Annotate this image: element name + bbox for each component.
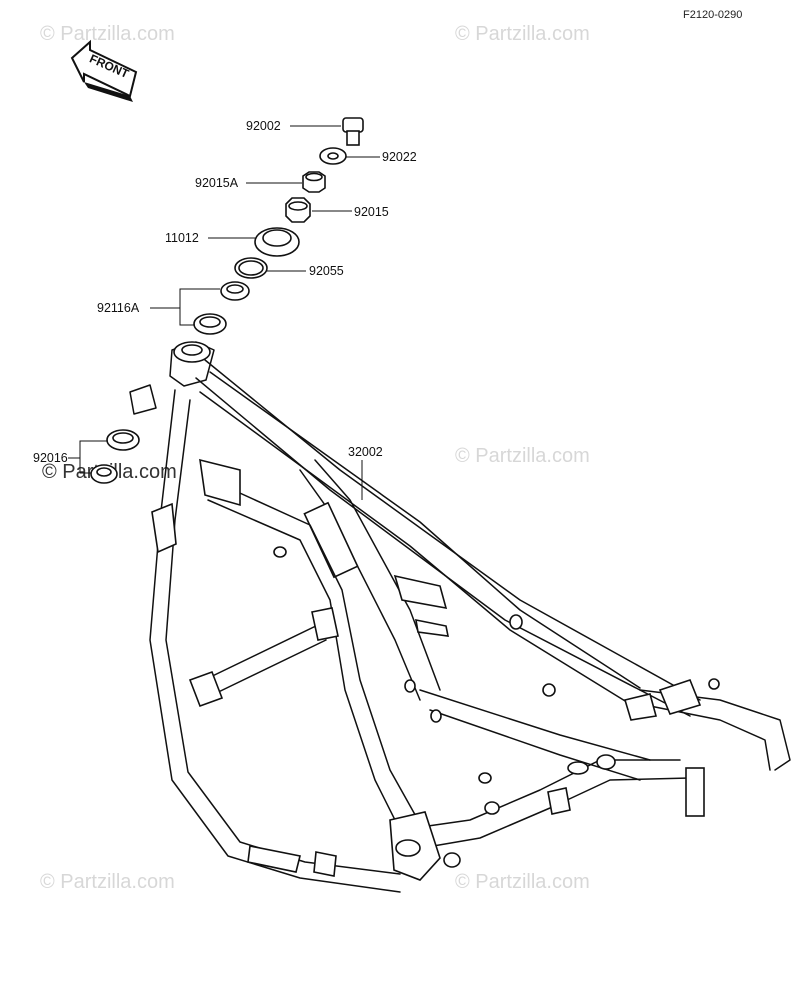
part-92016-bearing[interactable]: [90, 464, 118, 484]
watermark: © Partzilla.com: [40, 23, 175, 45]
label-92016: 92016: [33, 451, 68, 465]
part-92015A-nut[interactable]: [302, 171, 326, 193]
watermark: © Partzilla.com: [455, 445, 590, 467]
label-92002: 92002: [246, 119, 281, 133]
part-92116A-upper-bearing[interactable]: [220, 281, 250, 301]
label-92015A: 92015A: [195, 176, 239, 190]
part-92022-washer[interactable]: [319, 147, 347, 165]
label-11012: 11012: [165, 231, 199, 245]
label-32002: 32002: [348, 445, 383, 459]
watermark: © Partzilla.com: [40, 871, 175, 893]
label-92022: 92022: [382, 150, 417, 164]
watermark: © Partzilla.com: [455, 23, 590, 45]
front-arrow-icon: FRONT: [70, 39, 138, 102]
watermark: © Partzilla.com: [455, 871, 590, 893]
label-92015: 92015: [354, 205, 389, 219]
part-92116A-lower-race[interactable]: [193, 313, 227, 335]
part-92002-bolt[interactable]: [342, 117, 364, 146]
label-92116A: 92116A: [97, 301, 140, 315]
part-92015-nut[interactable]: [285, 197, 311, 223]
reference-code: F2120-0290: [683, 9, 742, 21]
part-92016-race[interactable]: [106, 429, 140, 451]
part-11012-cap[interactable]: [254, 227, 300, 257]
frame-32002[interactable]: [129, 341, 791, 893]
label-92055: 92055: [309, 264, 344, 278]
part-92055-o-ring[interactable]: [234, 257, 268, 279]
